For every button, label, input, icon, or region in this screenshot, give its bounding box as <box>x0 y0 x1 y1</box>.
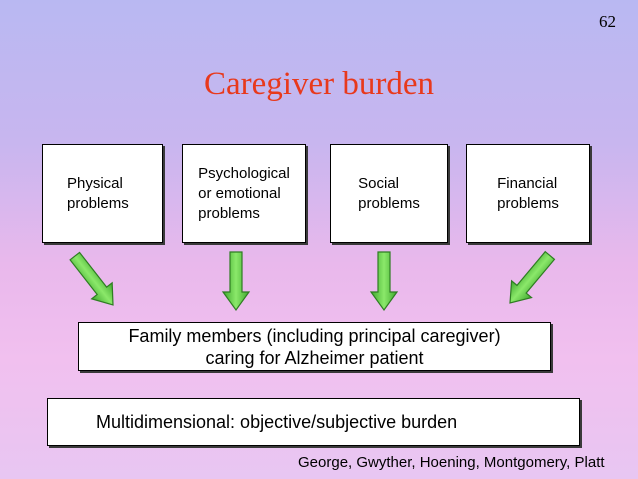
multidimensional-burden-box: Multidimensional: objective/subjective b… <box>47 398 580 446</box>
arrow-down-icon <box>369 251 399 312</box>
citation: George, Gwyther, Hoening, Montgomery, Pl… <box>298 454 605 471</box>
slide-number: 62 <box>599 12 616 31</box>
family-members-box: Family members (including principal care… <box>78 322 551 371</box>
arrow-down-icon <box>221 251 251 312</box>
physical-problems-box: Physical problems <box>42 144 163 243</box>
arrow-down-right-icon <box>69 251 114 306</box>
social-problems-box: Social problems <box>330 144 448 243</box>
arrow-down-left-icon <box>509 250 556 304</box>
slide-title-text: Caregiver burden <box>204 66 434 102</box>
financial-problems-box: Financial problems <box>466 144 590 243</box>
psychological-problems-box: Psychological or emotional problems <box>182 144 306 243</box>
slide-title: Caregiver burden <box>0 66 638 103</box>
